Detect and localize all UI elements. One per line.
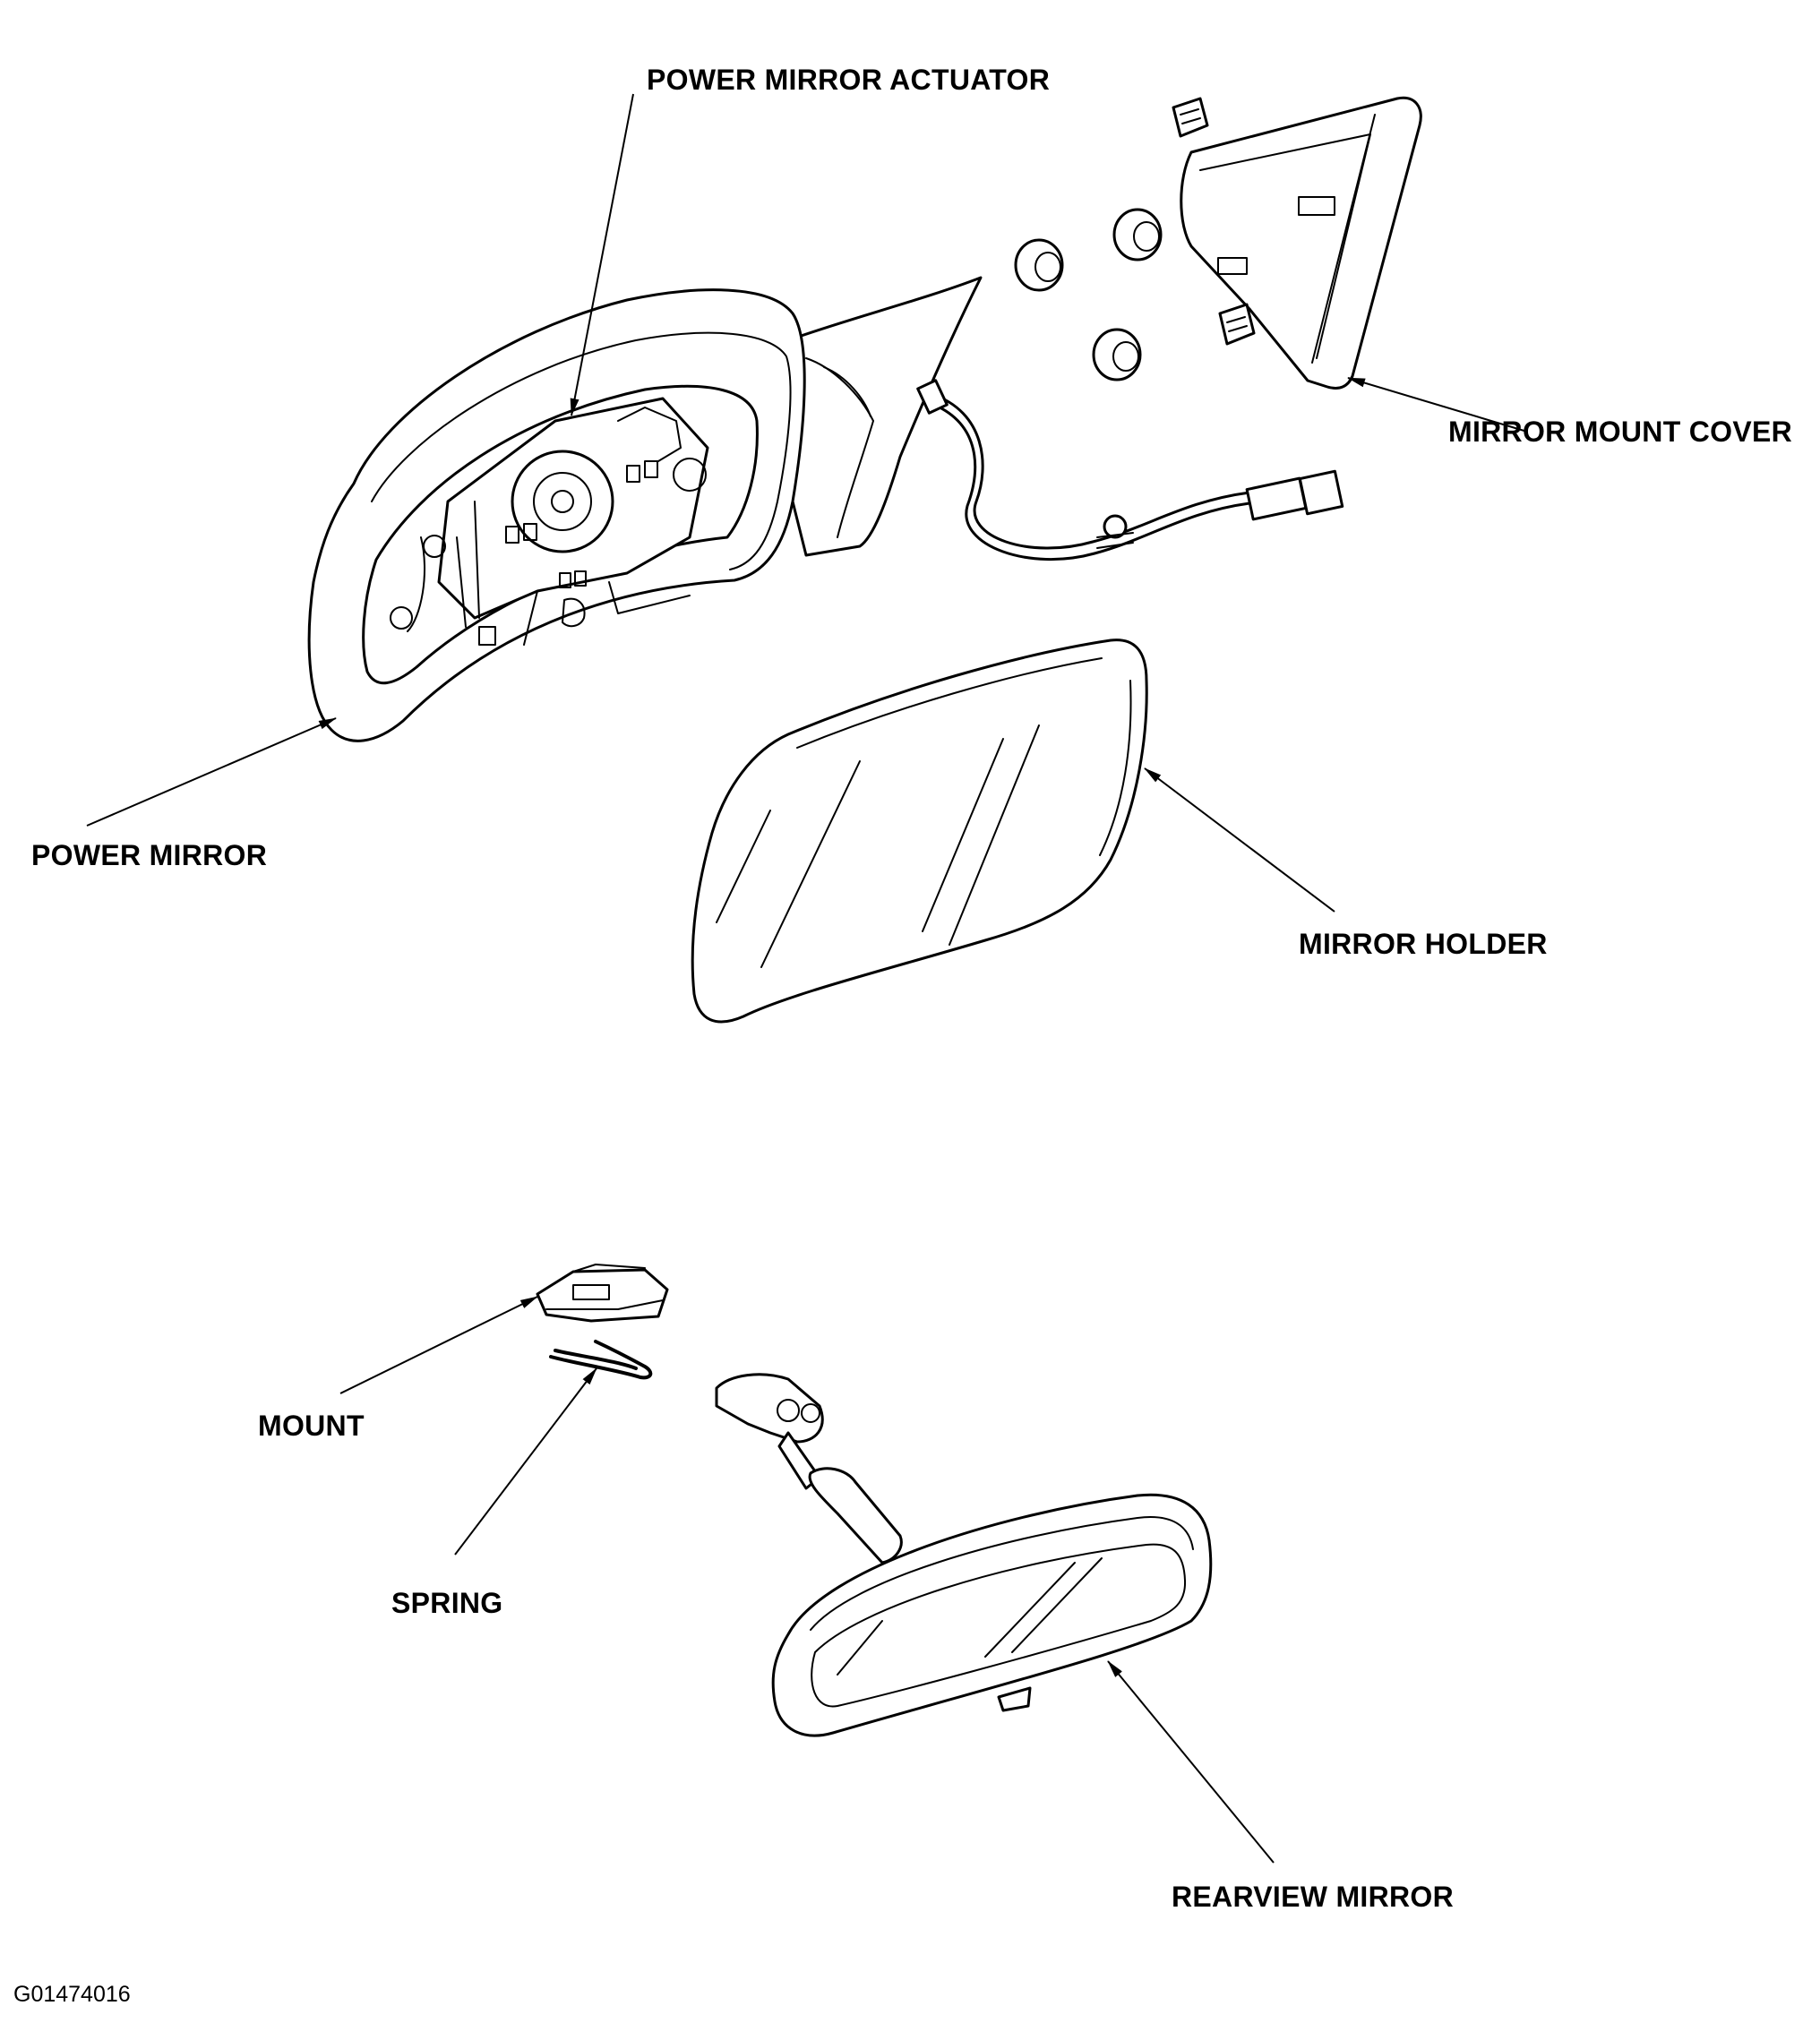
mirror-mount-cover-drawing <box>1014 96 1422 390</box>
rearview-mirror-drawing <box>715 1373 1213 1737</box>
leader-power-mirror-actuator <box>570 93 634 416</box>
leader-spring <box>454 1367 597 1556</box>
label-power-mirror: POWER MIRROR <box>31 839 268 871</box>
leader-lines <box>86 93 1528 1864</box>
leader-mirror-mount-cover <box>1347 377 1528 433</box>
power-mirror-actuator-drawing <box>390 397 709 646</box>
leader-rearview-mirror <box>1107 1660 1275 1864</box>
label-power-mirror-actuator: POWER MIRROR ACTUATOR <box>647 64 1051 96</box>
label-rearview-mirror: REARVIEW MIRROR <box>1172 1881 1455 1913</box>
power-mirror-drawing <box>307 276 1344 742</box>
leader-mirror-holder <box>1144 767 1335 913</box>
leader-power-mirror <box>86 717 337 827</box>
spring-drawing <box>549 1340 653 1380</box>
mount-drawing <box>536 1264 669 1323</box>
leader-mount <box>339 1296 538 1394</box>
label-mount: MOUNT <box>258 1410 365 1442</box>
label-spring: SPRING <box>391 1587 503 1619</box>
figure-id: G01474016 <box>13 1982 131 2007</box>
label-mirror-mount-cover: MIRROR MOUNT COVER <box>1448 416 1793 448</box>
mirror-holder-drawing <box>691 639 1148 1024</box>
label-mirror-holder: MIRROR HOLDER <box>1299 928 1548 960</box>
